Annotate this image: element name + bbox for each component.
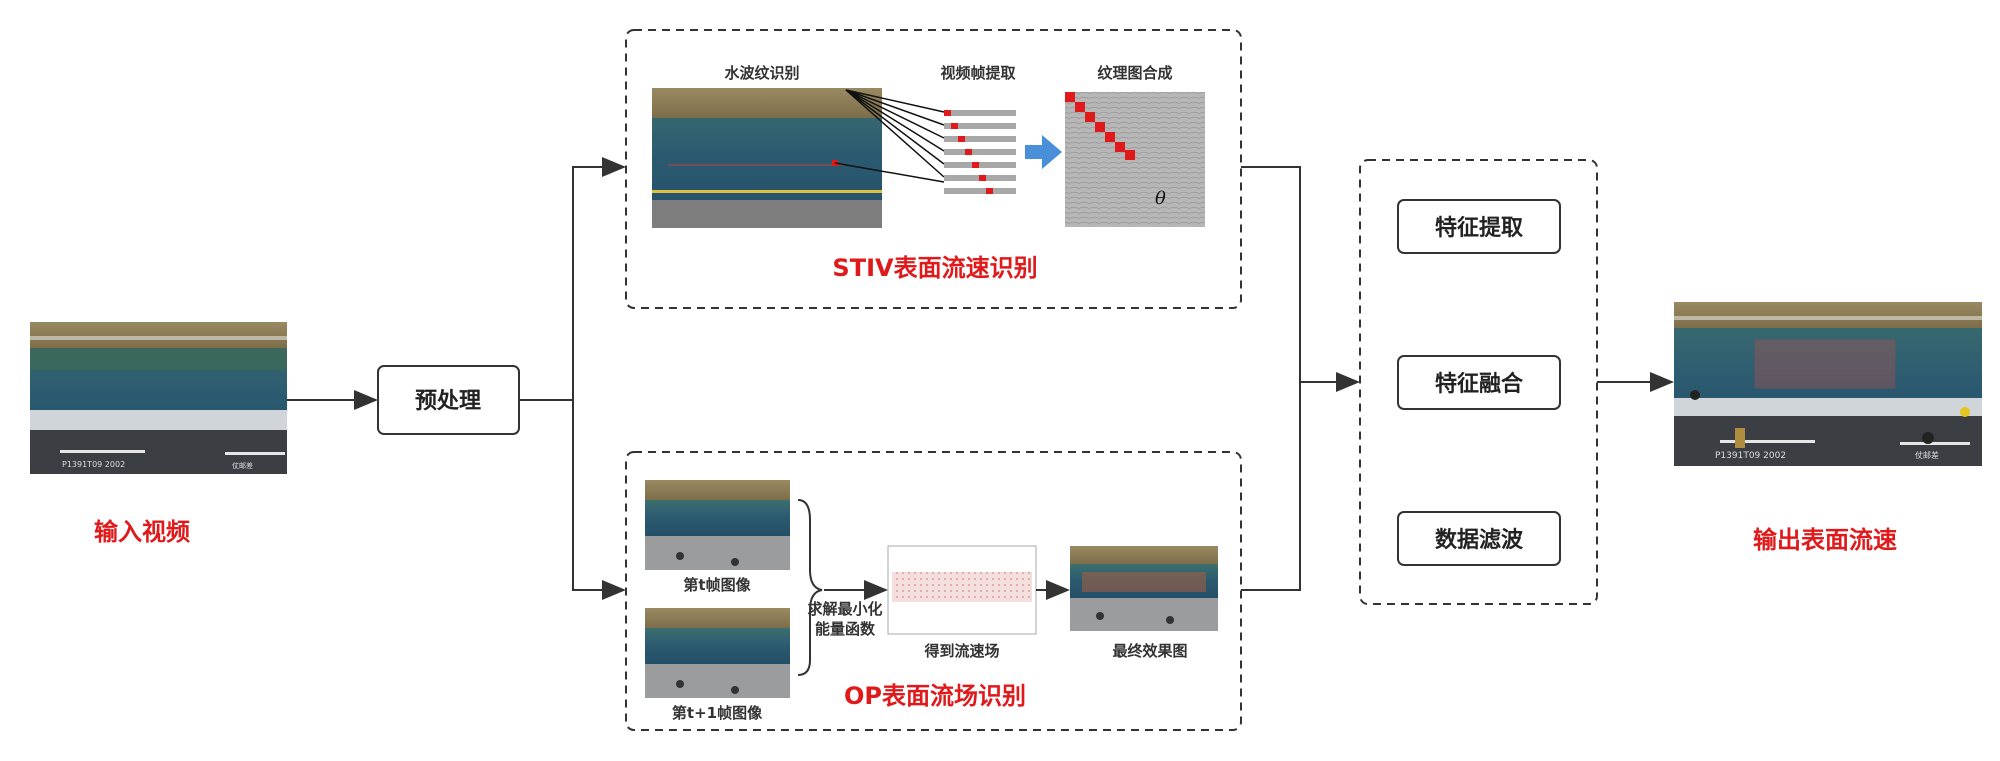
- data-filter-label: 数据滤波: [1435, 527, 1524, 553]
- op-final-image: [1070, 546, 1218, 631]
- feature-extract-label: 特征提取: [1435, 215, 1523, 241]
- stiv-step-frame-extract: 视频帧提取: [940, 64, 1016, 82]
- op-frame-t1-image: [645, 608, 790, 698]
- stiv-panel: 水波纹识别 视频帧提取 纹理图合成: [625, 29, 1242, 309]
- arrow-to-stiv: [519, 157, 626, 401]
- arrow-to-op: [572, 400, 626, 600]
- stiv-frame-strips: [944, 110, 1016, 194]
- feature-fusion-box: [1397, 355, 1561, 410]
- op-frame-t1-label: 第t+1帧图像: [672, 704, 763, 722]
- stiv-title: STIV表面流速识别: [832, 254, 1037, 282]
- output-caption: P1391T09 2002: [1715, 451, 1786, 461]
- op-flow-field-label: 得到流速场: [923, 642, 999, 660]
- input-video-thumbnail: P1391T09 2002 仗邮差: [30, 322, 287, 474]
- stiv-texture-image: θ: [1065, 92, 1205, 227]
- input-caption: P1391T09 2002: [62, 460, 125, 469]
- stiv-step-water-ripple: 水波纹识别: [724, 64, 799, 82]
- op-solve-line1: 求解最小化: [807, 600, 882, 618]
- stiv-blue-arrow: [1025, 135, 1062, 169]
- fusion-panel: 特征提取 特征融合 数据滤波: [1359, 159, 1598, 605]
- output-label: 输出表面流速: [1753, 526, 1897, 554]
- op-panel: 第t帧图像 第t+1帧图像 求解最小化 能量函数 得到流速场 最: [625, 451, 1242, 731]
- op-flow-field-image: [887, 545, 1037, 635]
- preprocess-box: 预处理: [377, 365, 520, 435]
- data-filter-box: [1397, 511, 1561, 566]
- stiv-frame-stack: [652, 88, 882, 228]
- op-final-label: 最终效果图: [1112, 642, 1187, 660]
- preprocess-label: 预处理: [415, 388, 481, 414]
- output-caption-tag: 仗邮差: [1915, 450, 1939, 460]
- stiv-step-texture-compose: 纹理图合成: [1097, 64, 1172, 82]
- theta-symbol: θ: [1155, 188, 1166, 209]
- output-video-thumbnail: P1391T09 2002 仗邮差: [1674, 302, 1982, 466]
- input-video-label: 输入视频: [94, 518, 190, 546]
- input-caption-tag: 仗邮差: [232, 461, 253, 470]
- stiv-extract-lines: [834, 89, 945, 183]
- feature-extract-box: [1397, 199, 1561, 254]
- op-brace: [797, 499, 823, 676]
- op-frame-t-label: 第t帧图像: [683, 576, 751, 594]
- op-solve-line2: 能量函数: [815, 620, 876, 638]
- op-frame-t-image: [645, 480, 790, 570]
- branch-merge-line: [1241, 166, 1301, 591]
- feature-fusion-label: 特征融合: [1435, 371, 1524, 397]
- op-title: OP表面流场识别: [844, 682, 1026, 710]
